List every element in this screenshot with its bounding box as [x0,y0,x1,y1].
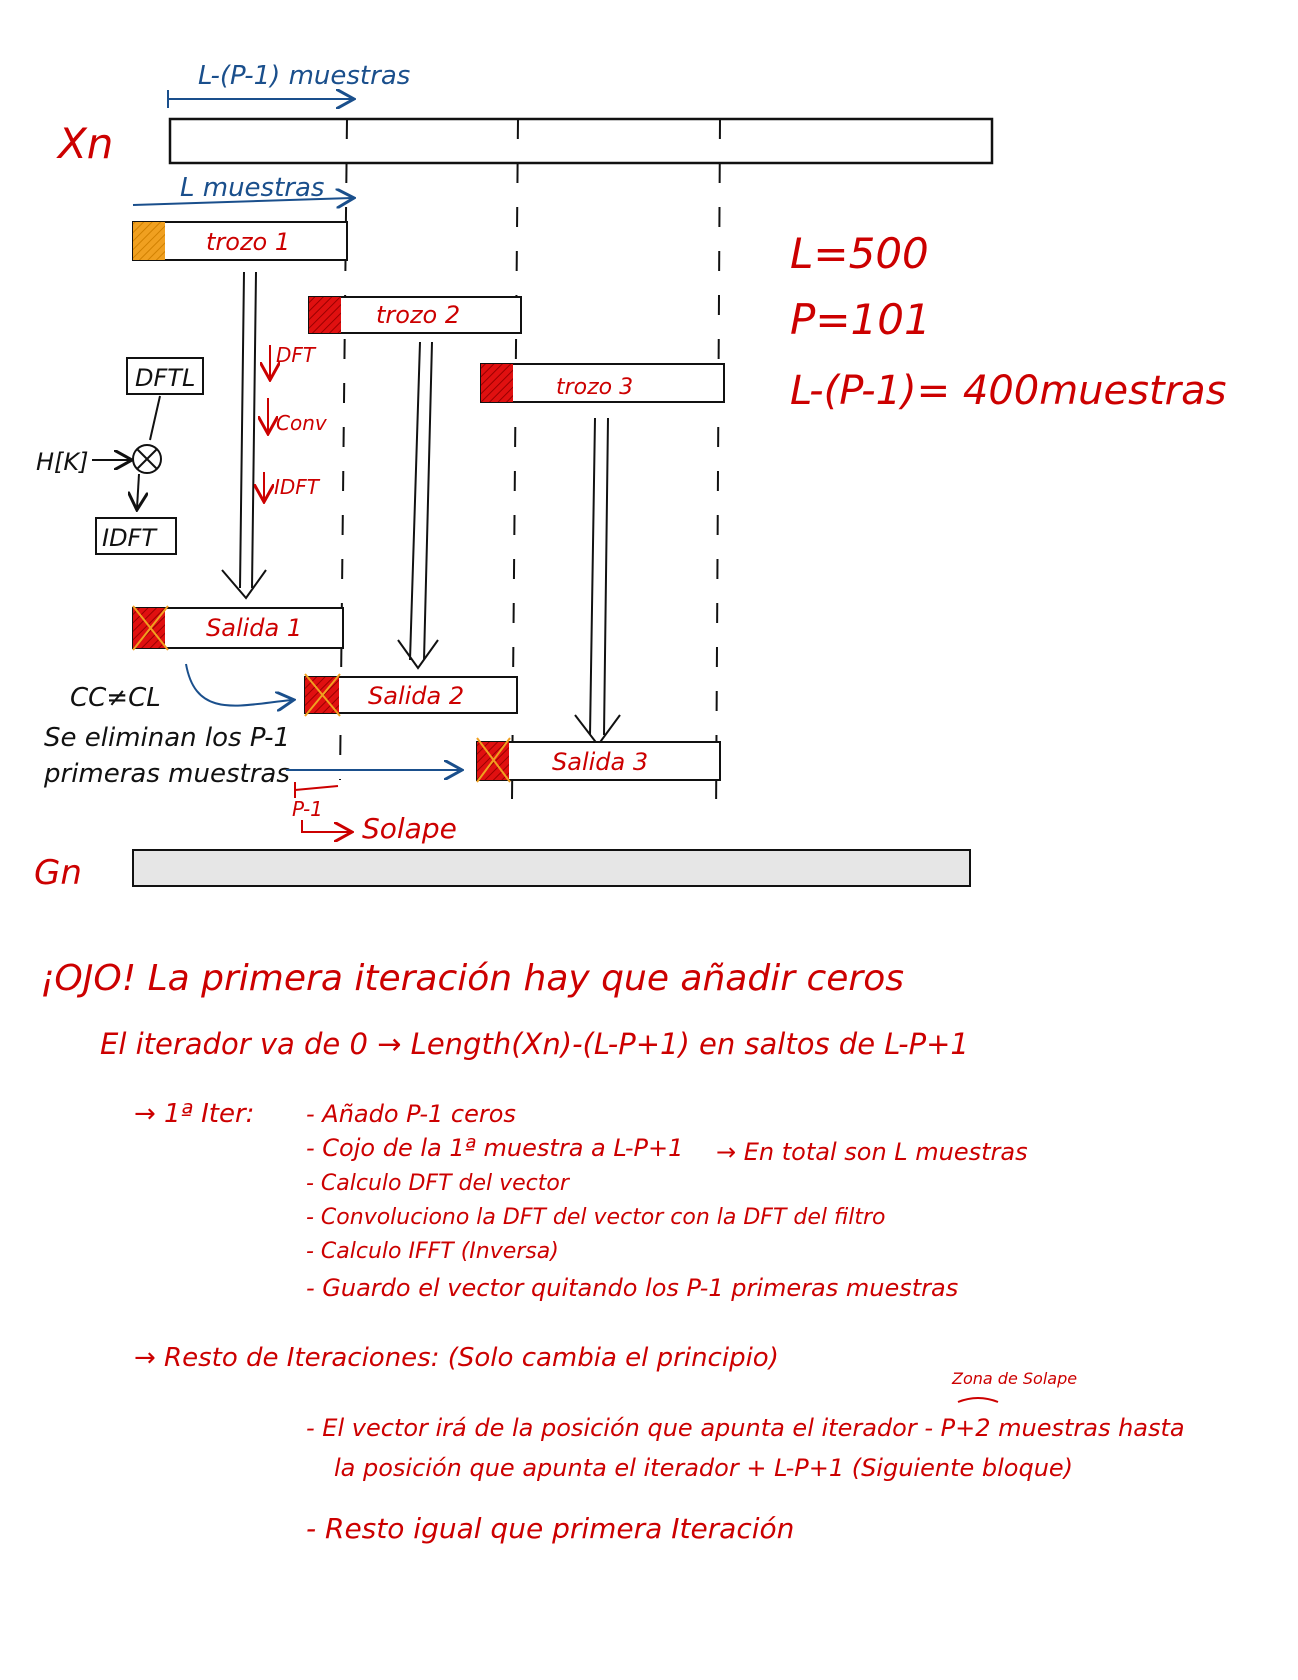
output-3-label: Salida 3 [552,748,648,776]
note-remove-2: primeras muestras [43,759,290,789]
first-iter-item-4: - Convoluciono la DFT del vector con la … [306,1205,885,1230]
overlap-span-marker [294,785,339,791]
rest-label: → Resto de Iteraciones: (Solo cambia el … [134,1343,779,1373]
chunk-3-bar [480,363,725,403]
first-iter-item-1: - Añado P-1 ceros [306,1100,516,1128]
overlap-arrow [301,820,350,832]
output-2-bar [304,676,518,714]
overlap-arrow-label: Solape [362,812,457,845]
out-signal-label: Gn [34,853,82,893]
first-iter-item-5: - Calculo IFFT (Inversa) [306,1239,559,1264]
chunk-2-overlap [309,297,341,333]
step-dft: DFT [276,343,317,367]
chunk-2-bar [308,296,522,334]
rest-line-3: - Resto igual que primera Iteración [306,1512,794,1545]
flow-arrow-2 [397,341,439,670]
chunk-1-overlap [133,222,165,260]
multiplier-cross [136,448,158,470]
output-1-discard [133,608,165,648]
step-conv: Conv [276,411,328,435]
first-iter-side: → En total son L muestras [716,1138,1028,1166]
block-dft-label: DFTL [135,364,195,392]
output-2-cross [304,673,341,717]
gn-signal-bar [132,849,971,887]
zona-brace [957,1397,999,1403]
block-idft [95,517,177,555]
chunk-2-label: trozo 2 [376,301,460,329]
output-3-bar [476,741,721,781]
step-idft: IDFT [274,475,321,499]
block-idft-label: IDFT [102,524,158,552]
note-warning: ¡OJO! La primera iteración hay que añadi… [40,958,904,999]
param-l: L=500 [790,229,929,278]
flow-arrow-3 [574,417,621,747]
output-1-bar [132,607,344,649]
block-dft [126,357,204,395]
block-link-1 [149,395,161,441]
first-iter-item-6: - Guardo el vector quitando los P-1 prim… [306,1274,958,1302]
chunk-3-label: trozo 3 [556,375,633,400]
top-signal-label: Xn [56,119,113,168]
note-iterator: El iterador va de 0 → Length(Xn)-(L-P+1)… [100,1027,969,1061]
flow-arrow-1 [221,271,267,600]
first-iter-item-2: - Cojo de la 1ª muestra a L-P+1 [306,1134,683,1162]
rest-line-1: - El vector irá de la posición que apunt… [306,1414,1185,1442]
xn-signal-bar [168,117,994,165]
first-iter-label: → 1ª Iter: [134,1099,254,1129]
note-remove-1: Se eliminan los P-1 [44,723,290,753]
note-cc: CC≠CL [70,683,161,713]
overlap-label: P-1 [292,797,323,821]
first-iter-item-3: - Calculo DFT del vector [306,1171,571,1196]
multiplier-input: H[K] [36,448,89,476]
zona-label: Zona de Solape [951,1369,1077,1388]
span-chunk-arrow [132,198,352,205]
block-link-2 [137,473,139,508]
output-1-label: Salida 1 [206,614,302,642]
span-top-label: L-(P-1) muestras [198,61,410,91]
param-p: P=101 [790,295,931,344]
chunk-3-overlap [481,364,513,402]
span-chunk-label: L muestras [180,173,324,203]
output-3-cross [476,737,511,783]
note-cc-arrow [185,663,292,706]
chunk-1-bar [132,221,348,261]
output-1-cross [132,605,169,651]
param-block: L-(P-1)= 400muestras [790,368,1226,414]
output-2-label: Salida 2 [368,682,464,710]
chunk-1-label: trozo 1 [206,228,290,256]
rest-line-2: la posición que apunta el iterador + L-P… [334,1454,1073,1482]
division-line-3 [715,118,721,821]
